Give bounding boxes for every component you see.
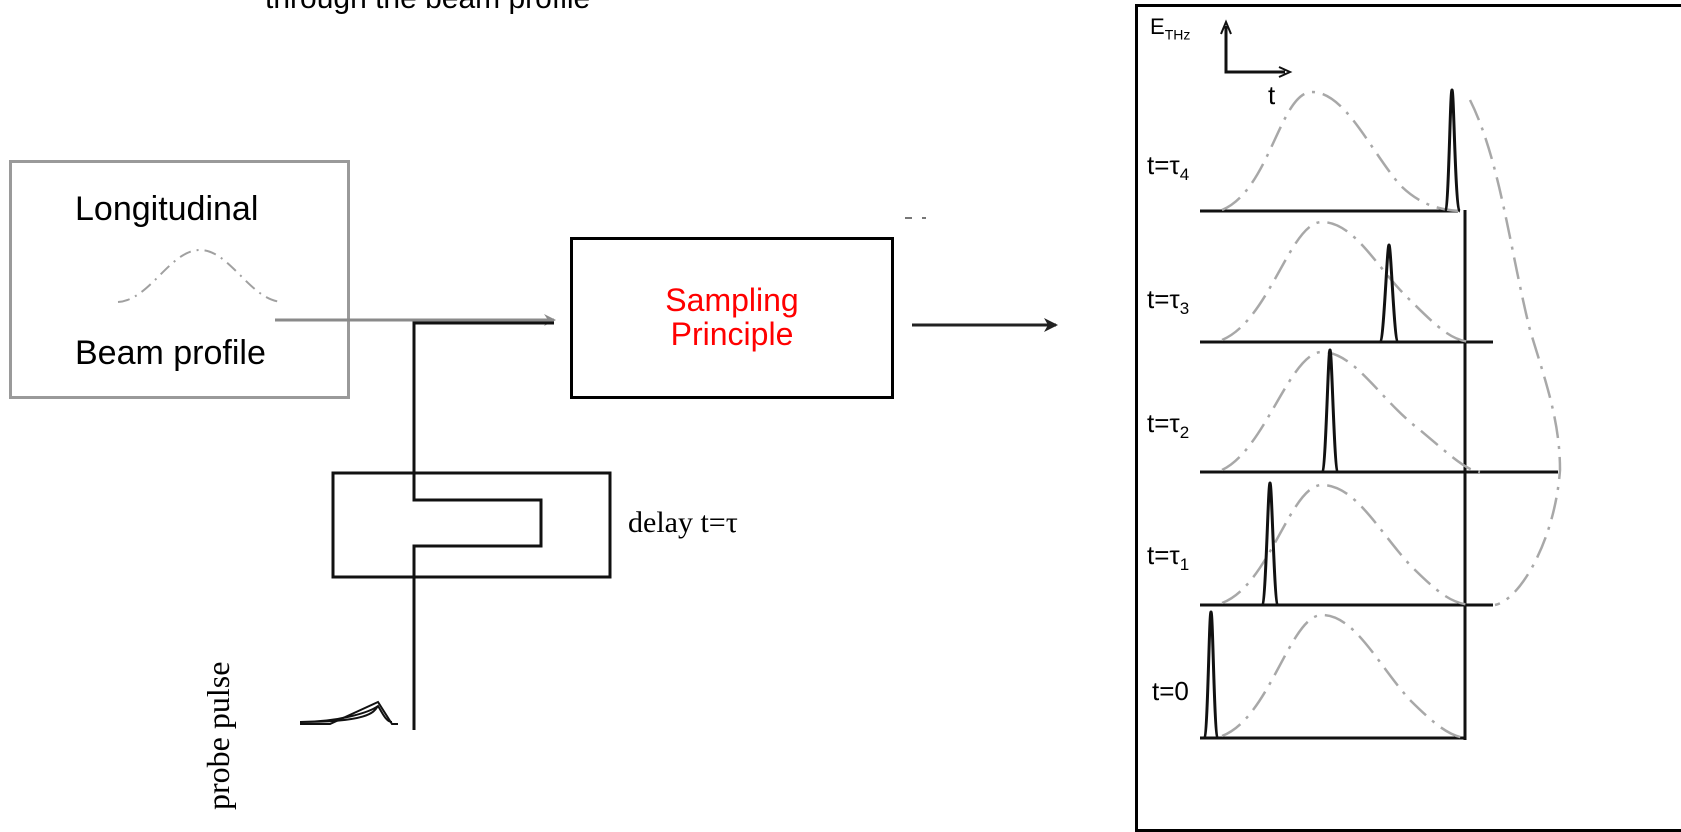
top-caption: through the beam profile	[265, 0, 590, 16]
row-label-t0: t=0	[1152, 676, 1189, 706]
envelope-tau1	[1221, 483, 1471, 607]
longitudinal-profile-curve	[117, 248, 283, 303]
row-label-tau3: t=τ3	[1147, 284, 1190, 319]
sampling-panel	[1135, 4, 1681, 832]
longitudinal-profile-box	[9, 160, 350, 399]
delay-label: delay t=τ	[628, 506, 738, 539]
pulse-tau4	[1443, 88, 1462, 213]
pulse-t0	[1202, 610, 1220, 740]
probe-path-line	[412, 321, 554, 730]
row-label-tau4: t=τ4	[1147, 150, 1190, 185]
probe-pulse-shape	[299, 704, 393, 723]
pulse-tau1	[1260, 481, 1280, 607]
axis-indicator	[1224, 26, 1285, 74]
envelope-tau4	[1221, 90, 1461, 213]
row-label-tau1: t=τ1	[1147, 540, 1190, 575]
envelope-tau3	[1221, 220, 1471, 344]
delay-box	[331, 471, 612, 579]
envelope-outer-right	[1468, 99, 1562, 607]
sampling-line-1: Sampling	[665, 282, 799, 318]
sampling-principle-box	[570, 237, 894, 399]
pulse-tau2	[1320, 348, 1340, 474]
beam-profile-label: Beam profile	[75, 334, 266, 372]
sampling-principle-label: Sampling Principle	[570, 283, 894, 351]
time-axis-label: t	[1268, 80, 1276, 110]
ethz-axis-label: ETHz	[1150, 14, 1191, 43]
pulse-tau3	[1378, 243, 1400, 344]
sampling-line-2: Principle	[670, 316, 794, 352]
row-label-tau2: t=τ2	[1147, 408, 1190, 443]
envelope-t0	[1221, 613, 1466, 740]
envelope-tau2	[1221, 350, 1481, 474]
longitudinal-label: Longitudinal	[75, 190, 259, 228]
